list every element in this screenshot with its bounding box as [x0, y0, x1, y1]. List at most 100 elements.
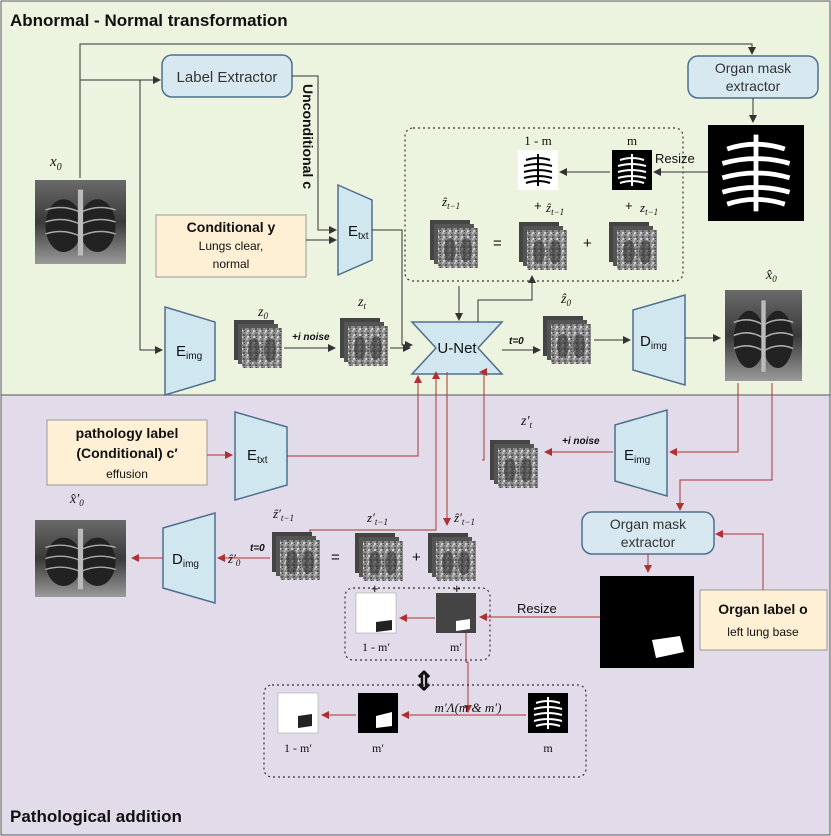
organ-mask-large-top	[708, 125, 804, 221]
arrow-labelextractor-to-etxt	[292, 75, 337, 234]
resize-label-top: Resize	[655, 151, 695, 166]
mask-1minusm-small-top	[517, 149, 559, 191]
organ-mask-large-bottom	[600, 576, 694, 668]
mprime-label: m′	[450, 640, 462, 654]
noise-label-top: +i noise	[292, 332, 330, 343]
z0hat-label: ẑ0	[560, 292, 571, 308]
eq-rhs-stack-bottom	[428, 533, 476, 581]
eq-equals-bottom: =	[331, 549, 340, 566]
unet-block	[410, 321, 504, 375]
mprime-2-label: m′	[372, 741, 384, 755]
output-pathology-xray	[34, 519, 127, 598]
eq-term2-top: zt−1	[639, 200, 658, 217]
eimg-encoder-top	[164, 305, 216, 397]
eq-lhs-stack-top	[430, 220, 478, 268]
x0-label: x0	[49, 154, 62, 173]
resize-label-bottom: Resize	[517, 601, 557, 616]
z0hat-latent-stack	[543, 316, 591, 364]
eq-plus-bottom: +	[412, 549, 421, 566]
organ-mask-large-blob	[652, 636, 684, 658]
conditional-y-line2: normal	[213, 257, 250, 271]
arrow-x0-to-eimg	[139, 80, 163, 354]
conditional-y-title: Conditional y	[187, 219, 276, 235]
combine-formula: m′Λ(m & m′)	[435, 700, 502, 715]
zt-prime-label: z′t	[520, 414, 533, 430]
m-label-top: m	[627, 133, 637, 148]
dimg-bottom-label: Dimg	[172, 551, 199, 570]
organ-mask-extractor-top-line2: extractor	[726, 78, 781, 94]
noise-label-bottom: +i noise	[562, 436, 600, 447]
one-minus-mprime-2-label: 1 - m′	[284, 741, 312, 755]
eq-rhs-bottom: ẑ′t−1	[453, 510, 475, 527]
etxt-encoder-top	[337, 183, 373, 277]
arrow-x0hat-to-organmask-bottom	[676, 383, 773, 511]
x0hat-label: x̂0	[765, 268, 777, 284]
arrow-ztprime-to-unet	[479, 368, 487, 461]
m-2-label: m	[543, 741, 553, 755]
eq-lhs-stack-bottom	[272, 532, 320, 580]
pathology-line3: effusion	[106, 467, 148, 481]
top-section-title: Abnormal - Normal transformation	[10, 11, 288, 30]
organ-label-box	[699, 589, 828, 651]
organ-mask-extractor-bottom-line2: extractor	[621, 534, 676, 550]
plus-b-bottom: +	[453, 581, 461, 596]
arrow-x0hat-to-eimg	[669, 383, 739, 456]
mask-1minusmprime-2-blob	[298, 714, 312, 728]
arrow-x0-to-organmask	[79, 43, 756, 178]
eq-term2-stack-top	[609, 222, 657, 270]
arrow-organlabel-to-extractor	[715, 530, 764, 590]
conditional-y-box	[155, 214, 307, 278]
organ-mask-extractor-bottom-line1: Organ mask	[610, 516, 687, 532]
organ-mask-extractor-top-line1: Organ mask	[715, 60, 792, 76]
zt-label: zt	[357, 295, 366, 311]
mask-mprime-blob	[456, 619, 470, 631]
mask-m-2	[527, 692, 569, 734]
zt-prime-stack	[490, 440, 538, 488]
etxt-top-label: Etxt	[348, 223, 369, 242]
mask-1minusmprime-blob	[376, 620, 392, 632]
pathology-line1: pathology label	[76, 425, 179, 441]
eq-lhs-bottom: ẑ′t−1	[272, 506, 294, 523]
eq-term1-prefix-top: +	[534, 198, 542, 213]
eq-mid-stack-bottom	[355, 533, 403, 581]
arrow-etxt-bottom-to-unet	[287, 375, 422, 457]
zt-latent-stack	[340, 318, 388, 366]
eq-lhs-top: ẑt−1	[441, 194, 460, 211]
double-arrow-icon: ⇕	[413, 666, 435, 696]
unconditional-c-label: Unconditional c	[300, 84, 316, 189]
eq-term1-top: ẑt−1	[545, 200, 564, 217]
organ-label-line2: left lung base	[727, 625, 799, 639]
arrow-unet-to-box	[477, 275, 536, 322]
one-minus-m-label-top: 1 - m	[524, 133, 551, 148]
eimg-top-label: Eimg	[176, 343, 202, 362]
z0-latent-stack	[234, 320, 282, 368]
eq-mid-bottom: z′t−1	[366, 510, 388, 527]
eimg-encoder-bottom	[614, 409, 668, 497]
bottom-section-title: Pathological addition	[10, 807, 182, 826]
label-extractor-label: Label Extractor	[177, 69, 278, 86]
arrow-mprime-down	[464, 633, 472, 713]
dimg-top-label: Dimg	[640, 333, 667, 352]
mask-mprime-2-blob	[376, 712, 392, 728]
output-normal-xray	[724, 289, 803, 382]
eq-term1-stack-top	[519, 222, 567, 270]
t0-label-top: t=0	[509, 336, 524, 347]
eq-term2-prefix-top: +	[625, 198, 633, 213]
input-xray-image	[34, 179, 127, 265]
etxt-encoder-bottom	[234, 411, 288, 501]
pathology-label-box	[46, 419, 208, 486]
mask-m-small-top	[611, 149, 653, 191]
eimg-bottom-label: Eimg	[624, 447, 650, 466]
one-minus-mprime-label: 1 - m′	[362, 640, 390, 654]
x0hat-prime-label: x̂′0	[69, 492, 84, 508]
t0-label-bottom: t=0	[250, 543, 265, 554]
eq-plus-top: +	[583, 235, 592, 252]
eq-equals-top: =	[493, 235, 502, 252]
pathology-line2: (Conditional) c′	[76, 445, 178, 461]
z0-label: z0	[257, 305, 268, 321]
dimg-decoder-top	[632, 294, 686, 386]
unet-label: U-Net	[437, 340, 477, 357]
mask-combine-box-bottom	[263, 684, 587, 778]
